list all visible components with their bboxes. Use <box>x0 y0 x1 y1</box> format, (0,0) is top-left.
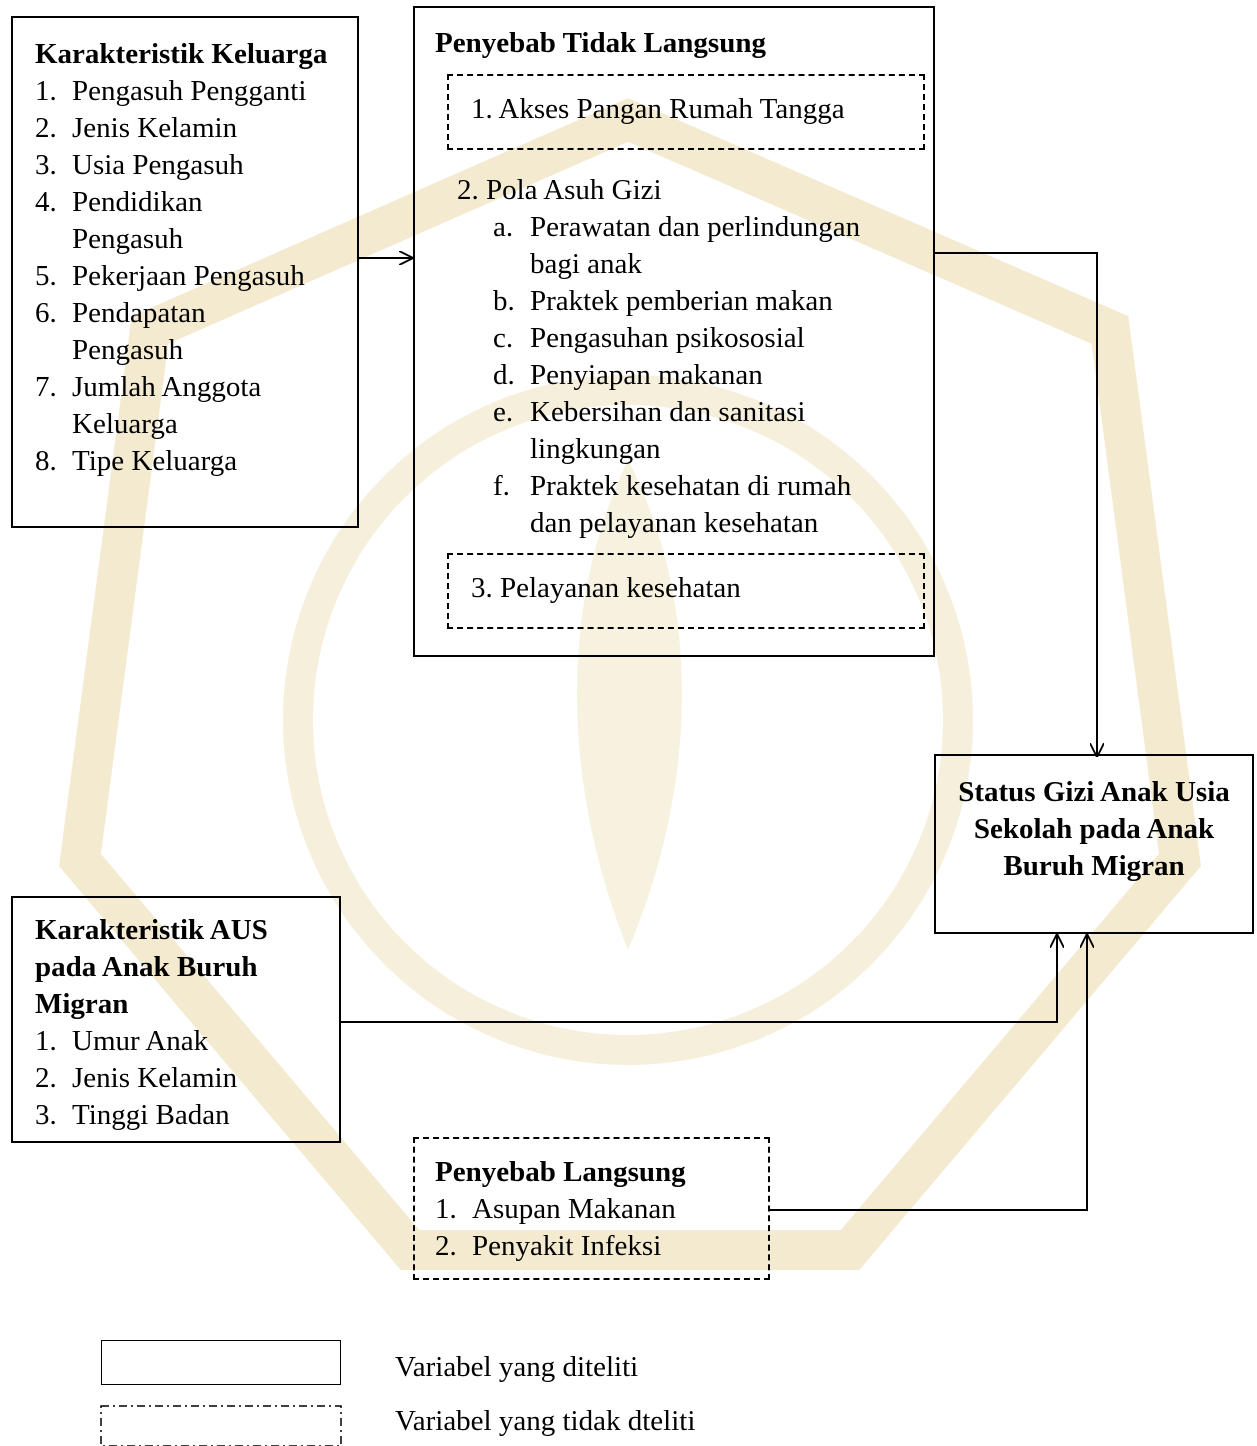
direct-list: 1. Asupan Makanan 2. Penyakit Infeksi <box>435 1191 768 1265</box>
family-item-8: 8. Tipe Keluarga <box>35 443 357 480</box>
parenting-subitem-a: a. Perawatan dan perlindungan bagi anak <box>493 209 927 283</box>
health-service-dashed-box: 3. Pelayanan kesehatan <box>447 553 925 629</box>
family-item-4: 4. Pendidikan Pengasuh <box>35 184 357 258</box>
food-access-dashed-box: 1. Akses Pangan Rumah Tangga <box>447 74 925 150</box>
direct-item-2: 2. Penyakit Infeksi <box>435 1228 768 1265</box>
aus-list: 1. Umur Anak 2. Jenis Kelamin 3. Tinggi Badan <box>35 1023 339 1134</box>
legend-solid-swatch <box>101 1340 341 1385</box>
legend-dashed-swatch <box>100 1405 342 1446</box>
legend-studied-label: Variabel yang diteliti <box>395 1351 639 1383</box>
family-item-number: 3. <box>35 149 57 181</box>
family-box-title: Karakteristik Keluarga <box>35 38 328 70</box>
direct-item-text: Penyakit Infeksi <box>472 1230 662 1262</box>
direct-item-number: 2. <box>435 1230 457 1262</box>
family-item-1: 1. Pengasuh Pengganti <box>35 73 357 110</box>
family-item-2: 2. Jenis Kelamin <box>35 110 357 147</box>
status-box-title: Status Gizi Anak Usia Sekolah pada Anak … <box>958 776 1230 882</box>
family-item-text: Usia Pengasuh <box>72 149 244 181</box>
nutrition-status-box: Status Gizi Anak Usia Sekolah pada Anak … <box>934 754 1254 934</box>
subitem-text: Kebersihan dan sanitasi lingkungan <box>530 396 806 465</box>
family-characteristics-box: Karakteristik Keluarga 1. Pengasuh Pengga… <box>11 16 359 528</box>
family-item-text: Jumlah Anggota Keluarga <box>72 371 262 440</box>
aus-item-number: 2. <box>35 1062 57 1094</box>
family-item-text: Pendidikan Pengasuh <box>72 186 203 255</box>
subitem-letter: b. <box>493 285 515 317</box>
family-item-5: 5. Pekerjaan Pengasuh <box>35 258 357 295</box>
family-list: 1. Pengasuh Pengganti 2. Jenis Kelamin 3. Usi… <box>35 73 357 480</box>
family-item-number: 4. <box>35 186 57 218</box>
subitem-text: Perawatan dan perlindungan bagi anak <box>530 211 861 280</box>
arrow-aus-to-status <box>340 935 1057 1023</box>
direct-box-title: Penyebab Langsung <box>435 1156 686 1188</box>
aus-item-number: 3. <box>35 1099 57 1131</box>
aus-item-text: Jenis Kelamin <box>72 1062 238 1094</box>
direct-causes-box: Penyebab Langsung 1. Asupan Makanan 2. Peny… <box>413 1137 770 1280</box>
subitem-letter: c. <box>493 322 514 354</box>
subitem-letter: e. <box>493 396 514 428</box>
family-item-number: 6. <box>35 297 57 329</box>
subitem-letter: a. <box>493 211 514 243</box>
direct-item-1: 1. Asupan Makanan <box>435 1191 768 1228</box>
family-item-number: 7. <box>35 371 57 403</box>
legend-not-studied-label: Variabel yang tidak dteliti <box>395 1405 696 1437</box>
aus-box-title: Karakteristik AUS pada Anak Buruh Migran <box>35 914 268 1020</box>
direct-item-text: Asupan Makanan <box>472 1193 676 1225</box>
parenting-subitem-b: b. Praktek pemberian makan <box>493 283 927 320</box>
family-item-number: 8. <box>35 445 57 477</box>
nutrition-parenting-block: 2. Pola Asuh Gizi a. Perawatan dan perlin… <box>457 172 927 542</box>
food-access-item: 1. Akses Pangan Rumah Tangga <box>471 93 845 125</box>
parenting-subitem-e: e. Kebersihan dan sanitasi lingkungan <box>493 394 927 468</box>
subitem-text: Praktek kesehatan di rumah dan pelayanan… <box>530 470 852 539</box>
family-item-number: 1. <box>35 75 57 107</box>
subitem-letter: d. <box>493 359 515 391</box>
arrow-indirect-to-status <box>934 252 1097 756</box>
family-item-7: 7. Jumlah Anggota Keluarga <box>35 369 357 443</box>
health-service-item: 3. Pelayanan kesehatan <box>471 572 741 604</box>
family-item-number: 5. <box>35 260 57 292</box>
family-item-text: Pekerjaan Pengasuh <box>72 260 305 292</box>
family-item-text: Jenis Kelamin <box>72 112 238 144</box>
aus-item-text: Tinggi Badan <box>72 1099 230 1131</box>
subitem-text: Praktek pemberian makan <box>530 285 833 317</box>
indirect-box-title: Penyebab Tidak Langsung <box>435 27 766 59</box>
subitem-letter: f. <box>493 470 510 502</box>
subitem-text: Penyiapan makanan <box>530 359 763 391</box>
aus-item-text: Umur Anak <box>72 1025 209 1057</box>
family-item-number: 2. <box>35 112 57 144</box>
family-item-text: Tipe Keluarga <box>72 445 238 477</box>
aus-item-1: 1. Umur Anak <box>35 1023 339 1060</box>
subitem-text: Pengasuhan psikososial <box>530 322 805 354</box>
parenting-subitem-f: f. Praktek kesehatan di rumah dan pelayan… <box>493 468 927 542</box>
parenting-subitem-d: d. Penyiapan makanan <box>493 357 927 394</box>
aus-characteristics-box: Karakteristik AUS pada Anak Buruh Migran… <box>11 896 341 1143</box>
arrow-direct-to-status <box>769 935 1087 1211</box>
aus-item-2: 2. Jenis Kelamin <box>35 1060 339 1097</box>
parenting-subitem-c: c. Pengasuhan psikososial <box>493 320 927 357</box>
family-item-6: 6. Pendapatan Pengasuh <box>35 295 357 369</box>
family-item-3: 3. Usia Pengasuh <box>35 147 357 184</box>
family-item-text: Pendapatan Pengasuh <box>72 297 206 366</box>
aus-item-number: 1. <box>35 1025 57 1057</box>
family-item-text: Pengasuh Pengganti <box>72 75 307 107</box>
direct-item-number: 1. <box>435 1193 457 1225</box>
nutrition-parenting-item: 2. Pola Asuh Gizi <box>457 174 662 206</box>
aus-item-3: 3. Tinggi Badan <box>35 1097 339 1134</box>
indirect-causes-box: Penyebab Tidak Langsung 1. Akses Pangan … <box>413 6 935 657</box>
